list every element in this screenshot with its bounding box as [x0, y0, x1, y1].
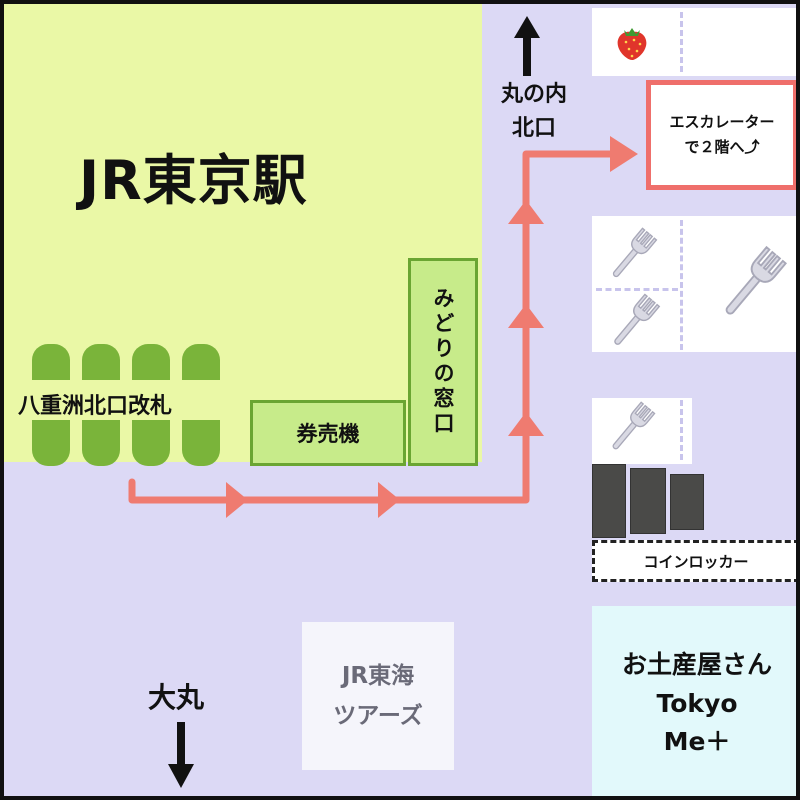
ticket-machine-label: 券売機: [296, 422, 360, 446]
route-arrow: [378, 482, 400, 518]
route-arrow: [508, 200, 544, 224]
coin-locker: [670, 474, 704, 530]
midori-window: みどりの窓口: [408, 258, 478, 466]
coin-locker-label: コインロッカー: [592, 540, 796, 582]
route-arrow: [508, 304, 544, 328]
daimaru-label: 大丸: [148, 681, 205, 714]
strawberry-icon: [614, 22, 650, 62]
fork-icon: [614, 293, 661, 345]
divider: [680, 400, 683, 460]
fork-icon: [612, 401, 656, 450]
souvenir-shop: お土産屋さん Tokyo Me＋: [592, 606, 796, 796]
route-arrow: [508, 412, 544, 436]
shop-line2: Tokyo: [656, 688, 738, 718]
coin-locker-text: コインロッカー: [643, 552, 749, 571]
station-title: JR東京駅: [79, 149, 308, 212]
fork-icon: [725, 245, 788, 315]
shop-line1: お土産屋さん: [621, 649, 772, 679]
arrow-down-icon: [168, 722, 194, 788]
divider: [680, 220, 683, 350]
escalator-sign: エスカレーター で２階へ⤴: [646, 80, 796, 190]
jr-tokai-tours: JR東海 ツアーズ: [302, 622, 454, 770]
walking-route: [128, 136, 638, 518]
escalator-line1: エスカレーター: [669, 112, 775, 131]
north-exit-line2: 北口: [511, 116, 556, 142]
divider: [680, 12, 683, 72]
north-exit-label: 丸の内 北口: [486, 78, 582, 146]
shop-line3: Me＋: [663, 727, 731, 757]
fork-icon: [612, 227, 658, 278]
tours-line2: ツアーズ: [333, 703, 423, 729]
coin-locker: [592, 464, 626, 538]
arrow-up-icon: [514, 16, 540, 76]
escalator-line2: で２階へ⤴: [684, 138, 760, 156]
north-exit-line1: 丸の内: [500, 82, 567, 107]
route-arrow: [226, 482, 248, 518]
coin-locker: [630, 468, 666, 534]
route-arrow: [610, 136, 638, 172]
tours-line1: JR東海: [341, 662, 415, 689]
gate-label-backdrop: [14, 380, 240, 420]
divider: [596, 288, 678, 291]
gate-label: 八重洲北口改札: [18, 394, 173, 419]
ticket-machine: 券売機: [250, 400, 406, 466]
midori-window-label: みどりの窓口: [431, 287, 455, 437]
